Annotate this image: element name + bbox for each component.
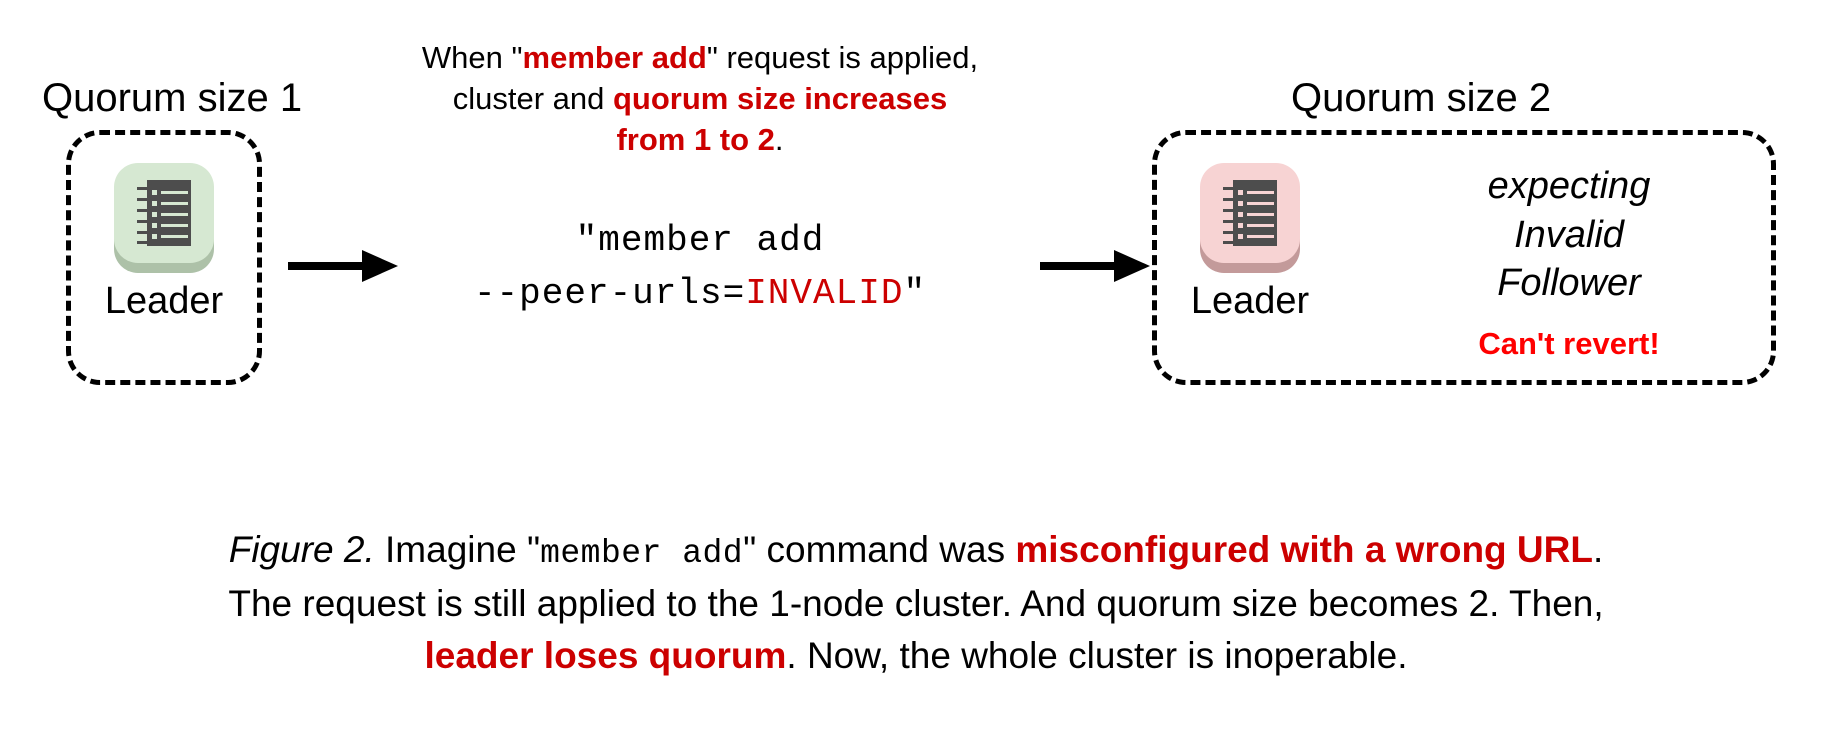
command-text: "member add --peer-urls=INVALID" [420,214,980,321]
ledger-line [161,213,188,216]
caption-line-1: Figure 2. Imagine "member add" command w… [60,524,1772,578]
ledger-glyph [1223,180,1277,246]
ledger-ring [1223,187,1237,190]
command-flag: --peer-urls= [473,273,746,315]
ledger-line [161,235,188,238]
caption-misconfigured: misconfigured with a wrong URL [1015,529,1593,570]
top-annotation-line-3: from 1 to 2. [380,120,1020,161]
ledger-ring [137,198,151,201]
ledger-line [1247,213,1274,216]
ledger-dot [152,190,157,195]
caption-figure-label: Figure 2. [228,529,375,570]
top-note-from-1-to-2: from 1 to 2 [616,121,775,157]
caption-leader-loses-quorum: leader loses quorum [424,635,787,677]
cant-revert-warning: Can't revert! [1478,326,1660,361]
figure-caption: Figure 2. Imagine "member add" command w… [60,524,1772,683]
left-node-label: Leader [104,280,224,322]
ledger-line [161,224,188,227]
expecting-invalid-follower-note: expecting Invalid Follower [1404,162,1734,308]
top-note-seg-1: When " [421,40,523,75]
caption-seg-3: " command was [743,529,1016,570]
ledger-ring [1223,198,1237,201]
top-note-seg-4: cluster and [452,80,613,116]
command-line-2: --peer-urls=INVALID" [420,267,980,320]
top-annotation-line-1: When "member add" request is applied, [380,38,1020,79]
ledger-dot [152,234,157,239]
top-note-seg-3: " request is applied, [706,40,979,75]
ledger-dot [1238,190,1243,195]
arrow-right-icon [1040,244,1150,295]
ledger-dot [1238,234,1243,239]
ledger-line [1247,191,1274,194]
top-annotation: When "member add" request is applied, cl… [380,38,1020,161]
top-note-quorum-increases: quorum size increases [613,80,948,116]
ledger-ring [137,231,151,234]
caption-seg-5: . [1592,529,1604,570]
ledger-glyph [137,180,191,246]
ledger-ring [137,241,151,244]
ledger-ring [1223,241,1237,244]
right-cluster-title: Quorum size 2 [1291,76,1552,120]
expecting-line-2: Invalid [1514,213,1624,256]
ledger-dot [1238,212,1243,217]
ledger-dot [1238,201,1243,206]
command-close-quote: " [903,273,927,315]
caption-line-2: The request is still applied to the 1-no… [60,578,1772,631]
ledger-line [1247,202,1274,205]
right-cluster-node: Leader [1175,157,1325,320]
caption-seg-6: The request is still applied to the 1-no… [228,582,1604,624]
ledger-ring [137,220,151,223]
top-note-member-add: member add [522,40,707,75]
ledger-line [161,202,188,205]
ledger-ring [137,187,151,190]
ledger-ring [1223,209,1237,212]
caption-seg-8: . Now, the whole cluster is inoperable. [786,635,1408,677]
ledger-line [1247,235,1274,238]
caption-line-3: leader loses quorum. Now, the whole clus… [60,630,1772,683]
right-node-label: Leader [1190,280,1310,322]
command-line-1: "member add [575,220,825,261]
left-cluster-node: Leader [89,157,239,320]
ledger-dot [1238,223,1243,228]
arrow-right-icon [288,244,398,295]
expecting-line-1: expecting [1487,165,1651,207]
caption-seg-1: Imagine " [374,529,541,570]
ledger-dot [152,212,157,217]
ledger-ring [1223,231,1237,234]
ledger-dot [152,223,157,228]
expecting-line-3: Follower [1497,262,1641,305]
left-cluster-title: Quorum size 1 [42,76,303,120]
top-annotation-line-2: cluster and quorum size increases [380,79,1020,120]
ledger-dot [152,201,157,206]
ledger-ring [137,209,151,212]
ledger-line [161,191,188,194]
ledger-line [1247,224,1274,227]
server-ledger-icon [1195,157,1305,273]
top-note-period: . [774,121,784,157]
command-invalid-value: INVALID [745,273,904,315]
ledger-ring [1223,220,1237,223]
server-ledger-icon [109,157,219,273]
caption-member-add-mono: member add [540,535,744,572]
